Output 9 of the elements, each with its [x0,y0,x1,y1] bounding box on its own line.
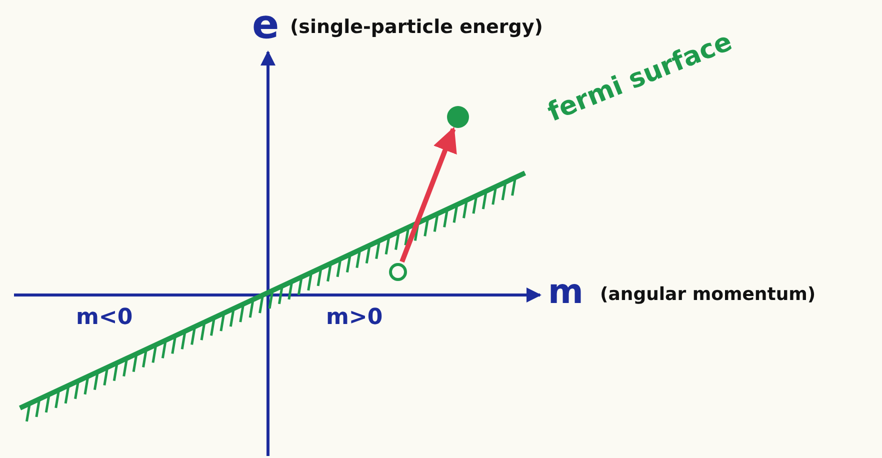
axis-label: e [252,2,280,48]
axis-label: (angular momentum) [600,284,816,305]
axis-label: (single-particle energy) [290,16,543,38]
axis-label: m [548,272,584,312]
region-label: m>0 [326,305,383,330]
arrow [400,126,457,263]
hollow-circle [389,263,407,281]
region-label: m<0 [76,305,133,330]
filled-dot [447,106,469,128]
